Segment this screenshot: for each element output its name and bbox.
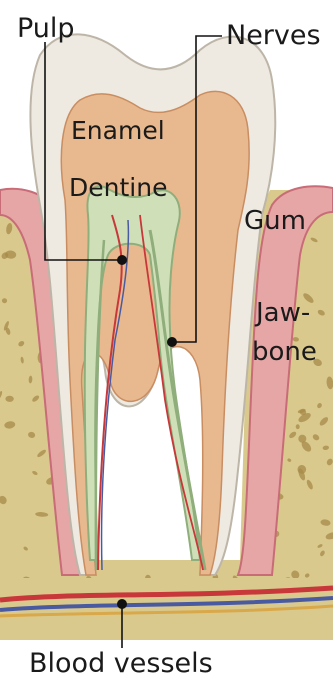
label-nerves: Nerves [226, 22, 321, 49]
blood-vessels-marker [117, 599, 127, 609]
pulp-marker [117, 255, 127, 265]
label-dentine: Dentine [69, 175, 167, 200]
label-enamel: Enamel [71, 118, 165, 143]
label-pulp: Pulp [17, 15, 75, 42]
nerves-marker [167, 337, 177, 347]
label-blood-vessels: Blood vessels [29, 650, 213, 677]
label-jawbone-line2: bone [252, 339, 317, 365]
label-gum: Gum [244, 208, 306, 234]
label-jawbone-line1: Jaw- [256, 300, 310, 326]
